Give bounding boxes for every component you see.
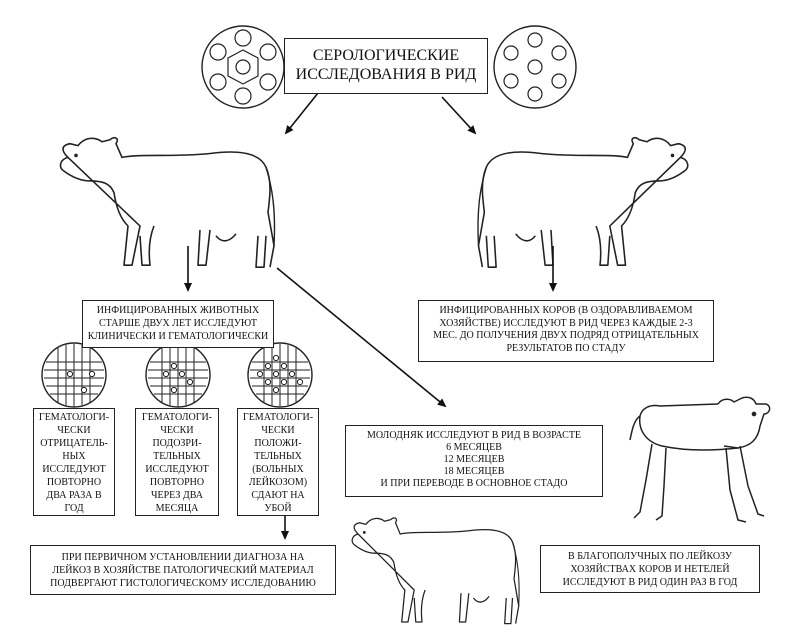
text-line: 6 МЕСЯЦЕВ: [446, 442, 502, 453]
text-line: ТЕЛЬНЫХ: [254, 451, 302, 462]
text-line: МЕСЯЦА: [155, 503, 199, 514]
text-line: ПОЛОЖИ-: [254, 438, 302, 449]
text-line: РЕЗУЛЬТАТОВ ПО СТАДУ: [506, 342, 626, 354]
rid-plate-right-icon: [493, 25, 577, 109]
text-line: ЛЕЙКОЗ В ХОЗЯЙСТВЕ ПАТОЛОГИЧЕСКИЙ МАТЕРИ…: [52, 565, 314, 576]
title-line: СЕРОЛОГИЧЕСКИЕ: [312, 47, 460, 64]
text-line: ПОВТОРНО: [149, 477, 205, 488]
primary-diagnosis-box: ПРИ ПЕРВИЧНОМ УСТАНОВЛЕНИИ ДИАГНОЗА НА Л…: [30, 545, 336, 595]
cow-left-illustration: [59, 136, 276, 268]
text-line: (БОЛЬНЫХ: [252, 464, 304, 475]
text-line: МЕС. ДО ПОЛУЧЕНИЯ ДВУХ ПОДРЯД ОТРИЦАТЕЛЬ…: [433, 330, 699, 341]
text-line: ЧЕСКИ: [160, 425, 194, 436]
text-line: ЧЕСКИ: [261, 425, 295, 436]
text-line: ИССЛЕДУЮТ В РИД ОДИН РАЗ В ГОД: [562, 577, 738, 588]
arrow-to-young-stock: [276, 267, 447, 408]
text-line: УБОЙ: [264, 503, 292, 514]
text-line: ИССЛЕДУЮТ: [42, 464, 106, 475]
text-line: ГЕМАТОЛОГИ-: [38, 412, 110, 423]
smear-positive-icon: [247, 342, 313, 408]
infected-cows-box: ИНФИЦИРОВАННЫХ КОРОВ (В ОЗДОРАВЛИВАЕМОМ …: [418, 300, 714, 362]
infected-animals-box: ИНФИЦИРОВАННЫХ ЖИВОТНЫХ СТАРШЕ ДВУХ ЛЕТ …: [82, 300, 274, 348]
smear-negative-icon: [41, 342, 107, 408]
text-line: ПОДВЕРГАЮТ ГИСТОЛОГИЧЕСКОМУ ИССЛЕДОВАНИЮ: [50, 578, 316, 589]
cow-right-illustration: [477, 136, 689, 268]
text-line: СДАЮТ НА: [251, 490, 305, 501]
rid-plate-left-icon: [201, 25, 285, 109]
text-line: НЫХ: [62, 451, 86, 462]
title-line: ИССЛЕДОВАНИЯ В РИД: [295, 66, 477, 83]
text-line: ХОЗЯЙСТВАХ КОРОВ И НЕТЕЛЕЙ: [570, 564, 730, 575]
text-line: ЧЕСКИ: [57, 425, 91, 436]
hema-positive-box: ГЕМАТОЛОГИ- ЧЕСКИ ПОЛОЖИ- ТЕЛЬНЫХ (БОЛЬН…: [237, 408, 319, 516]
calf-illustration: [629, 396, 771, 523]
text-line: 12 МЕСЯЦЕВ: [443, 454, 505, 465]
text-line: ИССЛЕДУЮТ: [145, 464, 209, 475]
safe-farms-box: В БЛАГОПОЛУЧНЫХ ПО ЛЕЙКОЗУ ХОЗЯЙСТВАХ КО…: [540, 545, 760, 593]
text-line: 18 МЕСЯЦЕВ: [443, 466, 505, 477]
text-line: ТЕЛЬНЫХ: [153, 451, 201, 462]
text-line: ЧЕРЕЗ ДВА: [151, 490, 203, 501]
text-line: КЛИНИЧЕСКИ И ГЕМАТОЛОГИЧЕСКИ: [87, 331, 269, 342]
text-line: ПОДОЗРИ-: [152, 438, 202, 449]
young-stock-box: МОЛОДНЯК ИССЛЕДУЮТ В РИД В ВОЗРАСТЕ 6 МЕ…: [345, 425, 603, 497]
text-line: ГЕМАТОЛОГИ-: [141, 412, 213, 423]
text-line: ИНФИЦИРОВАННЫХ КОРОВ (В ОЗДОРАВЛИВАЕМОМ: [439, 305, 693, 316]
text-line: ПОВТОРНО: [46, 477, 102, 488]
text-line: СТАРШЕ ДВУХ ЛЕТ ИССЛЕДУЮТ: [98, 318, 258, 329]
text-line: МОЛОДНЯК ИССЛЕДУЮТ В РИД В ВОЗРАСТЕ: [366, 430, 582, 441]
arrow-title-to-left: [284, 92, 319, 135]
arrow-title-to-right: [441, 96, 477, 135]
hema-suspicious-box: ГЕМАТОЛОГИ- ЧЕСКИ ПОДОЗРИ- ТЕЛЬНЫХ ИССЛЕ…: [135, 408, 219, 516]
cow-bottom-illustration: [351, 517, 520, 625]
title-box: СЕРОЛОГИЧЕСКИЕ ИССЛЕДОВАНИЯ В РИД: [284, 38, 488, 94]
smear-suspicious-icon: [145, 342, 211, 408]
text-line: ИНФИЦИРОВАННЫХ ЖИВОТНЫХ: [96, 305, 260, 316]
text-line: ЛЕЙКОЗОМ): [248, 477, 308, 488]
text-line: ГЕМАТОЛОГИ-: [242, 412, 314, 423]
hema-negative-box: ГЕМАТОЛОГИ- ЧЕСКИ ОТРИЦАТЕЛЬ- НЫХ ИССЛЕД…: [33, 408, 115, 516]
text-line: ДВА РАЗА В: [46, 490, 102, 501]
text-line: ГОД: [64, 503, 84, 514]
text-line: ПРИ ПЕРВИЧНОМ УСТАНОВЛЕНИИ ДИАГНОЗА НА: [61, 552, 305, 563]
text-line: В БЛАГОПОЛУЧНЫХ ПО ЛЕЙКОЗУ: [568, 551, 732, 562]
text-line: ХОЗЯЙСТВЕ) ИССЛЕДУЮТ В РИД ЧЕРЕЗ КАЖДЫЕ …: [439, 317, 693, 329]
text-line: И ПРИ ПЕРЕВОДЕ В ОСНОВНОЕ СТАДО: [380, 478, 568, 489]
text-line: ОТРИЦАТЕЛЬ-: [40, 438, 108, 449]
